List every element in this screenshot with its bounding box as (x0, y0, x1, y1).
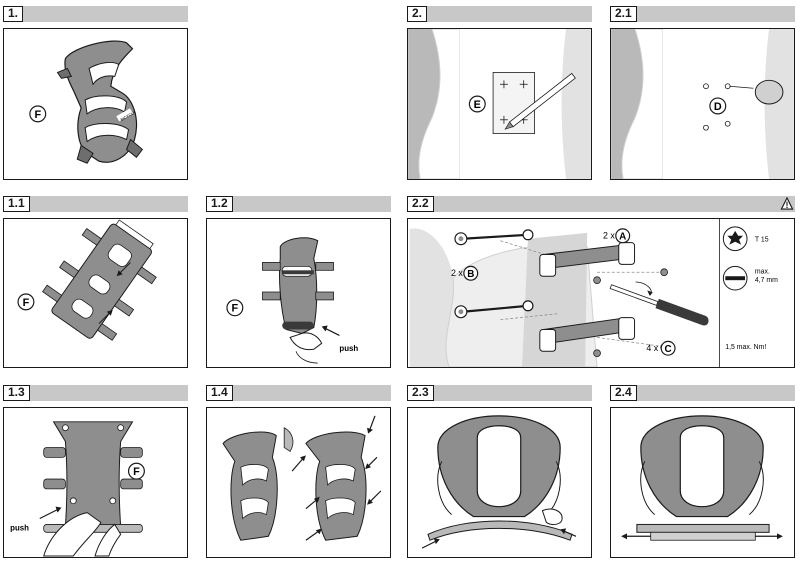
callout-a-circle (615, 228, 631, 244)
step-number: 1.3 (3, 385, 30, 401)
illustration-frame: E (407, 28, 592, 180)
quantity-c: 4 x (646, 343, 658, 353)
step-number: 1.4 (206, 385, 233, 401)
bracket-a (539, 242, 636, 277)
step-bar (610, 6, 795, 22)
step-number: 2.3 (407, 385, 434, 401)
push-label: push (10, 523, 29, 532)
step-bar (3, 196, 188, 212)
callout-f-circle (17, 293, 35, 311)
bending-cage-illustration: push F (10, 421, 145, 557)
quantity-b: 2 x (451, 268, 463, 278)
illustration-frame: 2 x A 2 x B 4 x C T 15 max. 4,7 mm 1,5 m… (407, 218, 795, 368)
quantity-a: 2 x (603, 231, 615, 241)
arrow-icon (39, 508, 60, 520)
illustration-frame (407, 407, 592, 558)
illustration-frame: F (3, 218, 188, 368)
max-value: 4,7 mm (755, 277, 778, 284)
mounting-bolt (454, 300, 534, 319)
awl-icon (754, 79, 784, 105)
mounting-bolt (454, 229, 534, 246)
step-bar (206, 196, 391, 212)
illustration-frame: BICYCLE F (3, 28, 188, 180)
step-1-1: 1.1 F (3, 196, 188, 368)
callout-d: D (714, 101, 722, 113)
step-bar (3, 385, 188, 401)
drilling-holes-illustration: D (611, 29, 794, 179)
marking-holes-illustration: E (408, 29, 591, 179)
bottle-cage-illustration: BICYCLE F (29, 40, 144, 164)
step-number: 2.4 (610, 385, 637, 401)
step-bar (407, 196, 795, 212)
step-bar (206, 385, 391, 401)
torx-size: T 15 (755, 237, 769, 244)
folding-cage-illustration: push F (226, 237, 358, 364)
callout-f-circle (127, 462, 145, 480)
step-number: 1.2 (206, 196, 233, 212)
warning-triangle-icon (780, 197, 794, 210)
callout-f: F (23, 297, 30, 309)
callout-d-circle (709, 97, 727, 115)
step-number: 2. (407, 6, 428, 22)
step-number: 2.1 (610, 6, 637, 22)
push-label: push (339, 344, 358, 353)
mounting-illustration: 2 x A 2 x B 4 x C T 15 max. 4,7 mm 1,5 m… (409, 219, 778, 367)
max-label: max. (755, 268, 770, 275)
cage-front-bend-illustration (421, 415, 577, 549)
illustration-frame (610, 407, 795, 558)
illustration-frame: D (610, 28, 795, 180)
callout-c: C (665, 344, 672, 355)
callout-f: F (133, 466, 140, 478)
step-1-2: 1.2 push F (206, 196, 391, 368)
step-1-3: 1.3 push F (3, 385, 188, 558)
arrow-icon (291, 456, 305, 472)
illustration-frame: push F (3, 407, 188, 558)
step-number: 2.2 (407, 196, 434, 212)
step-number: 1.1 (3, 196, 30, 212)
step-2: 2. E (407, 6, 592, 180)
step-bar (407, 385, 592, 401)
illustration-frame: push F (206, 218, 391, 368)
screw-icon (593, 268, 668, 358)
callout-f-circle (29, 105, 47, 123)
callout-f-circle (226, 299, 244, 317)
flat-cage-illustration: F (17, 219, 157, 341)
step-2-4: 2.4 (610, 385, 795, 558)
step-2-1: 2.1 D (610, 6, 795, 180)
step-bar (407, 6, 592, 22)
torque-label: 1,5 max. Nm! (725, 344, 766, 351)
callout-f: F (34, 109, 41, 121)
step-bar (610, 385, 795, 401)
callout-e-circle (468, 95, 486, 113)
assembled-cages-illustration (222, 415, 382, 541)
step-1-4: 1.4 (206, 385, 391, 558)
cage-front-final-illustration (621, 415, 783, 541)
callout-b: B (467, 269, 474, 280)
illustration-frame (206, 407, 391, 558)
screwdriver-icon (609, 281, 709, 326)
step-1: 1. BICYCLE F (3, 6, 188, 180)
step-bar (3, 6, 188, 22)
callout-e: E (474, 99, 481, 111)
callout-a: A (619, 232, 626, 243)
step-number: 1. (3, 6, 24, 22)
callout-f: F (232, 303, 239, 315)
bracket-c (539, 317, 636, 352)
callout-b-circle (463, 265, 479, 281)
callout-c-circle (660, 340, 676, 356)
step-2-3: 2.3 (407, 385, 592, 558)
step-2-2: 2.2 (407, 196, 795, 368)
